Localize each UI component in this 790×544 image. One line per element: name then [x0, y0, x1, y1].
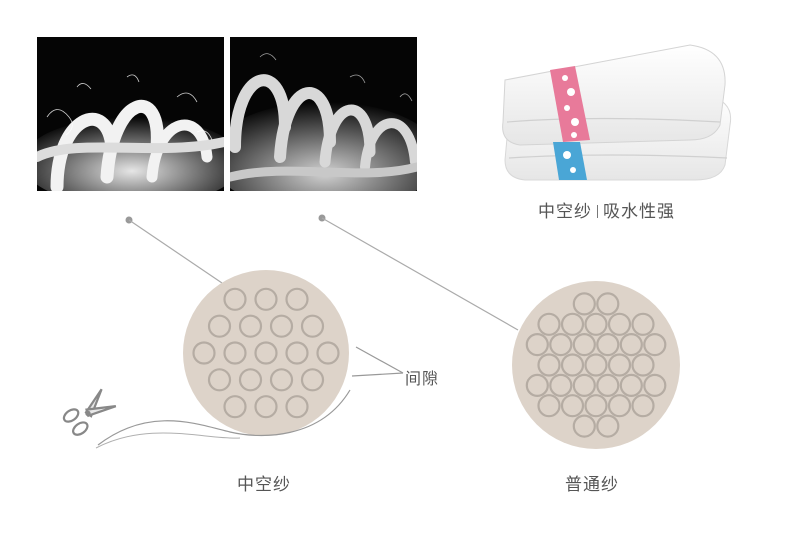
- hollow-fiber-13: [238, 368, 263, 392]
- normal-fiber-24: [537, 394, 561, 418]
- towel-caption-hollow: 中空纱: [538, 202, 592, 222]
- thread-line: [97, 389, 351, 446]
- normal-fiber-7: [525, 333, 549, 357]
- normal-fiber-28: [631, 394, 655, 418]
- normal-fiber-23: [643, 373, 667, 397]
- normal-fiber-8: [549, 333, 573, 357]
- thread-line-2: [95, 432, 241, 449]
- normal-fiber-6: [631, 312, 655, 336]
- hollow-fiber-15: [300, 368, 325, 392]
- hollow-fiber-6: [300, 314, 325, 338]
- normal-fiber-29: [572, 414, 596, 438]
- normal-fiber-19: [549, 373, 573, 397]
- hollow-fiber-0: [223, 287, 247, 311]
- hollow-fiber-18: [285, 395, 309, 419]
- connector-line-normal: [321, 217, 519, 331]
- hollow-fiber-11: [316, 341, 340, 365]
- hollow-fiber-1: [254, 287, 278, 311]
- normal-fiber-26: [584, 394, 608, 418]
- normal-yarn-fibers: [525, 292, 667, 438]
- normal-fiber-16: [607, 353, 632, 377]
- normal-fiber-17: [631, 353, 655, 377]
- hollow-fiber-7: [192, 341, 216, 365]
- normal-fiber-10: [596, 333, 620, 357]
- normal-fiber-18: [525, 373, 549, 397]
- hollow-fiber-9: [254, 341, 278, 365]
- scissors-icon: [62, 388, 117, 436]
- towel-caption: 中空纱吸水性强: [538, 197, 675, 222]
- normal-fiber-21: [596, 373, 620, 397]
- hollow-fiber-16: [223, 395, 247, 419]
- hollow-fiber-8: [223, 341, 247, 365]
- normal-fiber-3: [560, 312, 585, 336]
- caption-separator: [597, 205, 598, 218]
- gap-pointer-upper: [355, 346, 404, 374]
- hollow-fiber-14: [269, 368, 294, 392]
- normal-fiber-1: [596, 292, 620, 316]
- hollow-fiber-3: [207, 314, 232, 338]
- normal-yarn-cross-section: [512, 281, 680, 449]
- hollow-fiber-17: [254, 395, 278, 419]
- hollow-fiber-4: [238, 314, 263, 338]
- normal-fiber-15: [584, 353, 608, 377]
- normal-fiber-14: [560, 353, 585, 377]
- normal-fiber-30: [596, 414, 620, 438]
- towel-image: [495, 30, 745, 195]
- normal-fiber-25: [560, 394, 585, 418]
- gap-label: 间隙: [405, 369, 440, 388]
- connector-line-hollow: [128, 219, 223, 284]
- normal-fiber-27: [607, 394, 632, 418]
- hollow-fiber-10: [285, 341, 309, 365]
- normal-fiber-11: [619, 333, 643, 357]
- normal-yarn-photo: [230, 37, 417, 191]
- towel-caption-absorbent: 吸水性强: [603, 202, 675, 222]
- normal-fiber-20: [572, 373, 596, 397]
- hollow-yarn-photo: [37, 37, 224, 191]
- normal-fiber-0: [572, 292, 596, 316]
- normal-fiber-4: [584, 312, 608, 336]
- normal-fiber-12: [643, 333, 667, 357]
- hollow-fiber-12: [207, 368, 232, 392]
- hollow-yarn-cross-section: [183, 270, 349, 436]
- hollow-yarn-label: 中空纱: [237, 475, 291, 495]
- normal-fiber-5: [607, 312, 632, 336]
- hollow-fiber-2: [285, 287, 309, 311]
- gap-pointer-lower: [351, 372, 404, 377]
- normal-fiber-9: [572, 333, 596, 357]
- normal-fiber-13: [537, 353, 561, 377]
- normal-fiber-22: [619, 373, 643, 397]
- normal-yarn-label: 普通纱: [565, 475, 619, 495]
- hollow-fiber-5: [269, 314, 294, 338]
- normal-fiber-2: [537, 312, 561, 336]
- hollow-yarn-fibers: [192, 287, 340, 419]
